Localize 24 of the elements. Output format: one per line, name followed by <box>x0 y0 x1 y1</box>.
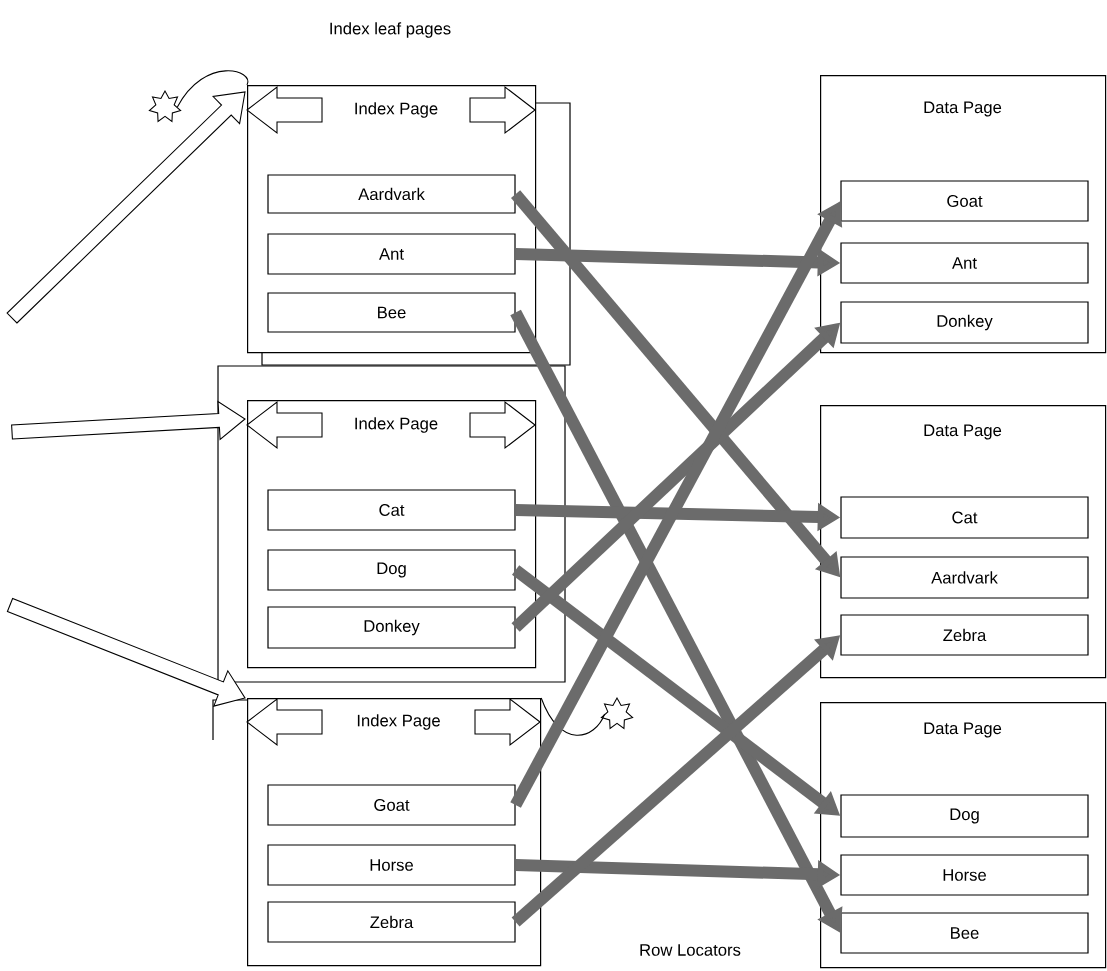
row-box: Dog <box>840 794 1089 838</box>
row-box: Bee <box>840 912 1089 954</box>
row-box: Bee <box>267 292 516 333</box>
row-box: Dog <box>267 549 516 591</box>
row-box: Zebra <box>267 901 516 943</box>
row-box: Ant <box>840 242 1089 284</box>
hollow-arrow <box>6 597 246 707</box>
caption-label: Row Locators <box>640 944 741 956</box>
row-box: Goat <box>267 784 516 826</box>
hollow-arrow <box>11 400 246 441</box>
row-box: Donkey <box>267 606 516 649</box>
row-box: Aardvark <box>840 556 1089 599</box>
connector-curve <box>540 697 606 736</box>
hollow-arrow <box>6 91 246 324</box>
row-box: Zebra <box>840 614 1089 656</box>
row-box: Horse <box>267 844 516 886</box>
row-box: Donkey <box>840 301 1089 344</box>
row-box: Cat <box>267 489 516 531</box>
row-box: Goat <box>840 180 1089 222</box>
row-box: Cat <box>840 496 1089 539</box>
caption-label: Index leaf pages <box>330 22 451 38</box>
row-box: Ant <box>267 233 516 275</box>
row-box: Horse <box>840 854 1089 896</box>
row-box: Aardvark <box>267 174 516 214</box>
